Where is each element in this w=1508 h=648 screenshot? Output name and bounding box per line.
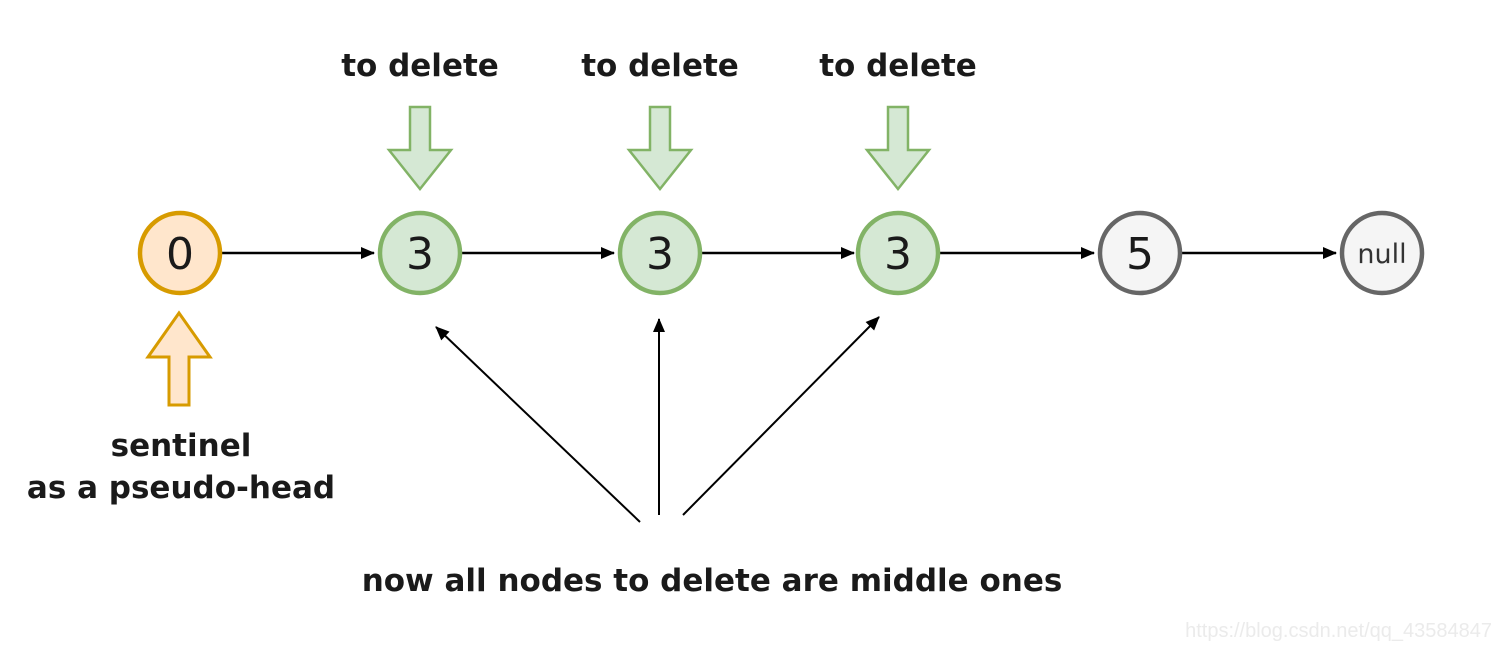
node-delete-3: 3: [855, 210, 941, 296]
node-null-circle: [1339, 210, 1425, 296]
node-delete-1-circle: [377, 210, 463, 296]
middle-node-pointer-arrow-left: [435, 326, 641, 523]
node-delete-1: 3: [377, 210, 463, 296]
middle-node-pointer-arrow-right: [682, 316, 880, 516]
node-delete-2: 3: [617, 210, 703, 296]
watermark-text: https://blog.csdn.net/qq_43584847: [1185, 620, 1492, 642]
down-arrow-icon: [864, 105, 932, 192]
node-null: null: [1339, 210, 1425, 296]
node-delete-2-value: 3: [646, 229, 674, 280]
up-arrow-icon: [145, 310, 213, 407]
to-delete-label-2: to delete: [581, 48, 739, 84]
to-delete-label-1: to delete: [341, 48, 499, 84]
node-keep-value: 5: [1126, 229, 1154, 280]
node-null-value: null: [1357, 239, 1406, 270]
node-sentinel-value: 0: [166, 229, 194, 280]
sentinel-caption-line2: as a pseudo-head: [27, 470, 335, 506]
node-keep: 5: [1097, 210, 1183, 296]
node-delete-3-value: 3: [884, 229, 912, 280]
node-delete-2-circle: [617, 210, 703, 296]
down-arrow-icon: [386, 105, 454, 192]
sentinel-caption-line1: sentinel: [111, 428, 252, 464]
node-sentinel: 0: [137, 210, 223, 296]
down-arrow-icon: [626, 105, 694, 192]
to-delete-label-3: to delete: [819, 48, 977, 84]
node-sentinel-circle: [137, 210, 223, 296]
bottom-caption: now all nodes to delete are middle ones: [362, 563, 1063, 599]
node-delete-3-circle: [855, 210, 941, 296]
node-delete-1-value: 3: [406, 229, 434, 280]
node-keep-circle: [1097, 210, 1183, 296]
